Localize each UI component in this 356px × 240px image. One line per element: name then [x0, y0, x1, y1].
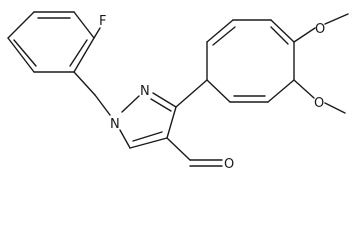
- pyrazole-n1-label: N: [110, 117, 120, 132]
- bond: [270, 26, 289, 45]
- bond: [150, 98, 172, 112]
- bond: [152, 92, 177, 108]
- methoxy-oxygen-lower-label: O: [314, 96, 324, 111]
- aldehyde-oxygen-label: O: [224, 157, 234, 172]
- bond: [73, 71, 96, 96]
- bond: [206, 79, 231, 103]
- bond: [324, 102, 346, 114]
- bond: [73, 37, 95, 73]
- methoxy-oxygen-upper-label: O: [315, 22, 325, 37]
- bond: [119, 129, 131, 149]
- bond: [293, 79, 315, 99]
- bond: [69, 39, 88, 67]
- bond: [7, 11, 35, 39]
- pyrazole-ring: N N: [110, 84, 177, 149]
- bond: [206, 19, 234, 43]
- bond: [94, 94, 111, 116]
- pyrazole-n2-label: N: [140, 84, 150, 99]
- structure-canvas: F N N O: [7, 11, 349, 172]
- bond: [121, 95, 140, 113]
- bond: [293, 27, 316, 43]
- bond: [270, 19, 295, 43]
- bond: [267, 79, 295, 103]
- bond: [166, 106, 177, 139]
- methoxy-group-upper: O: [293, 13, 349, 43]
- bond: [175, 79, 208, 108]
- fluorobenzyl-ring: [7, 11, 95, 73]
- fluorine-atom-label: F: [99, 14, 106, 29]
- bond: [132, 131, 163, 142]
- bond: [324, 13, 349, 25]
- dimethoxyphenyl-ring: [206, 19, 295, 103]
- methoxy-group-lower: O: [293, 79, 346, 114]
- bond: [13, 39, 37, 67]
- bond: [7, 37, 35, 73]
- bond: [166, 137, 191, 161]
- bond: [73, 11, 95, 39]
- bond: [129, 137, 168, 149]
- bond: [212, 26, 236, 46]
- bond: [93, 27, 101, 39]
- chemical-structure: F N N O: [7, 11, 349, 172]
- aldehyde-group: O: [166, 137, 234, 172]
